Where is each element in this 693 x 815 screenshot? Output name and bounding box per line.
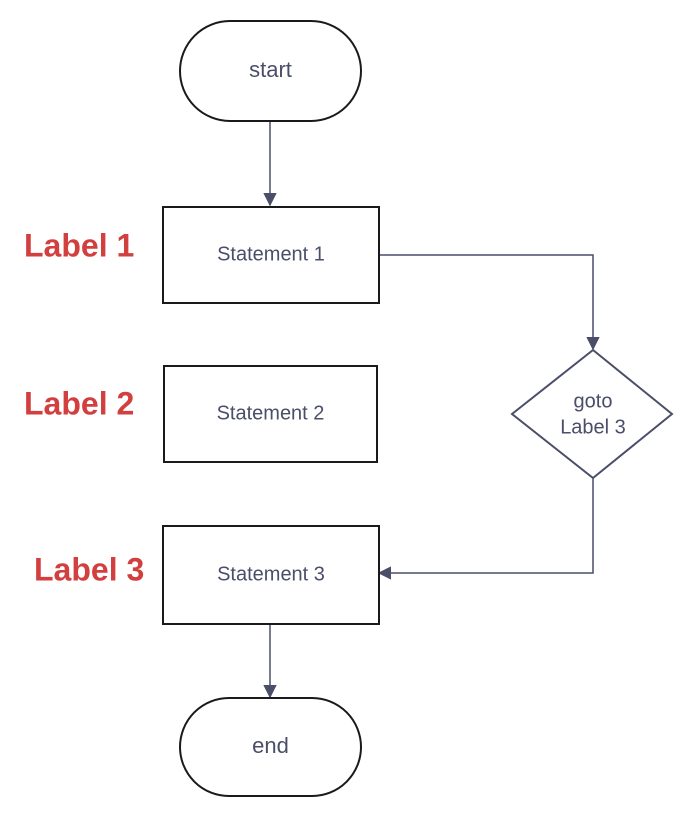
start-label: start	[249, 57, 292, 82]
connector-goto-to-statement-3	[377, 478, 594, 580]
start-terminator-shape	[179, 20, 362, 122]
statement-3-node: Statement 3	[162, 525, 380, 625]
label-1: Label 1	[24, 227, 134, 263]
statement-2-box	[163, 365, 378, 463]
connectors	[263, 121, 600, 699]
end-label: end	[252, 733, 289, 758]
goto-decision-diamond	[510, 348, 674, 480]
statement-1-node: Statement 1	[162, 206, 380, 304]
end-terminator-shape	[179, 697, 362, 797]
statement-1-box	[162, 206, 380, 304]
label-3: Label 3	[34, 551, 144, 587]
label-2: Label 2	[24, 385, 134, 421]
statement-3-box	[162, 525, 380, 625]
statement-2-node: Statement 2	[163, 365, 378, 463]
goto-decision-node: goto Label 3	[510, 348, 674, 480]
start-node: start	[179, 20, 362, 122]
connector-statement-1-to-goto	[379, 254, 600, 351]
statement-1-label: Statement 1	[217, 243, 325, 265]
statement-3-label: Statement 3	[217, 563, 325, 585]
goto-decision-line-1: goto	[574, 390, 613, 412]
goto-decision-line-2: Label 3	[560, 416, 626, 438]
statement-2-label: Statement 2	[217, 402, 325, 424]
end-node: end	[179, 697, 362, 797]
